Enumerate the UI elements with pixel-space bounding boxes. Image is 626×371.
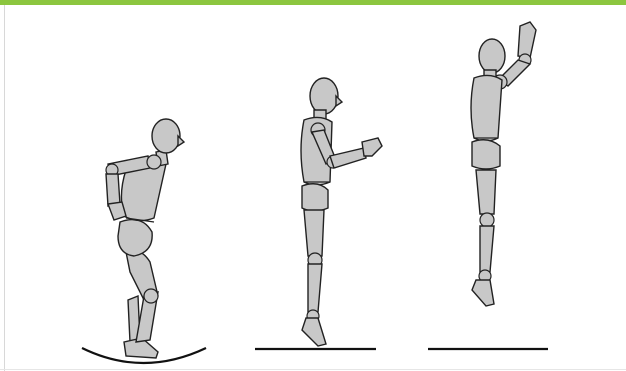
figure-crouch (82, 119, 206, 363)
figure-airborne (428, 22, 548, 349)
figure-upright (255, 78, 382, 349)
